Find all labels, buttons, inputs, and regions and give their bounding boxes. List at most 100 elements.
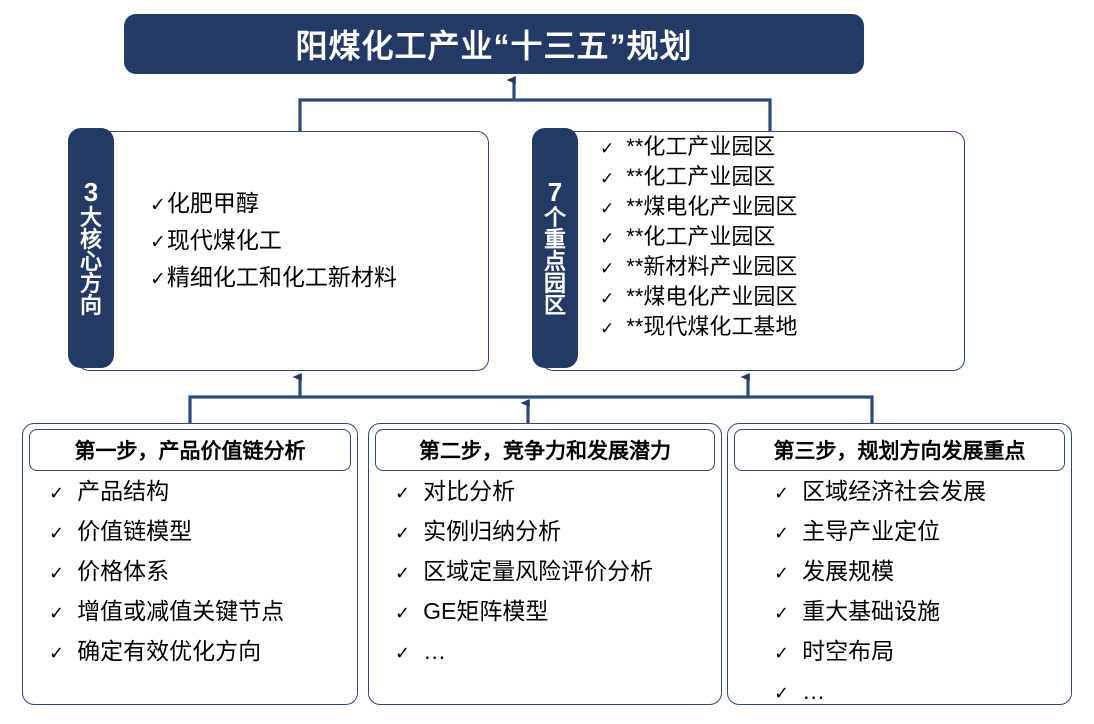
list-item: ✓ 实例归纳分析 <box>395 520 721 543</box>
check-icon: ✓ <box>395 563 411 583</box>
check-icon: ✓ <box>395 643 411 663</box>
list-item: ✓ 确定有效优化方向 <box>49 640 357 663</box>
list-item-label: **化工产业园区 <box>626 164 776 189</box>
step-two-title: 第二步，竞争力和发展潜力 <box>419 440 671 463</box>
list-item: ✓ 增值或减值关键节点 <box>49 600 357 623</box>
core-directions-count: 3 <box>83 177 99 208</box>
check-icon: ✓ <box>49 643 65 663</box>
list-item-label: GE矩阵模型 <box>423 598 549 624</box>
list-item: ✓ **现代煤化工基地 <box>600 316 797 338</box>
list-item-label: 对比分析 <box>423 478 516 504</box>
list-item-label: 区域定量风险评价分析 <box>423 558 654 584</box>
step-two-header: 第二步，竞争力和发展潜力 <box>375 429 715 471</box>
list-item: ✓ **化工产业园区 <box>600 226 797 248</box>
diagram-title-box: 阳煤化工产业“十三五”规划 <box>124 14 864 74</box>
list-item-label: 主导产业定位 <box>802 518 941 544</box>
check-icon: ✓ <box>600 169 615 188</box>
step-box-two: 第二步，竞争力和发展潜力 ✓ 对比分析 ✓ 实例归纳分析 ✓ 区域定量风险评价分… <box>368 423 722 705</box>
list-item-label: 现代煤化工 <box>166 227 282 253</box>
check-icon: ✓ <box>395 603 411 623</box>
check-icon: ✓ <box>600 319 615 338</box>
check-icon: ✓ <box>150 195 166 216</box>
list-item: ✓ 主导产业定位 <box>774 520 1071 543</box>
check-icon: ✓ <box>49 563 65 583</box>
list-item-label: 确定有效优化方向 <box>77 638 262 664</box>
list-item: ✓ 价格体系 <box>49 560 357 583</box>
list-item: ✓ **煤电化产业园区 <box>600 196 797 218</box>
list-item: ✓ 精细化工和化工新材料 <box>150 266 397 290</box>
core-directions-tab-char-2: 心 <box>79 248 102 274</box>
list-item-label: **现代煤化工基地 <box>626 314 798 339</box>
step-one-header: 第一步，产品价值链分析 <box>29 429 351 471</box>
list-item: ✓ … <box>395 640 721 663</box>
list-item: ✓ **化工产业园区 <box>600 136 797 158</box>
core-directions-tab: 3 大 核 心 方 向 <box>68 128 114 368</box>
list-item: ✓ 区域定量风险评价分析 <box>395 560 721 583</box>
check-icon: ✓ <box>150 269 166 290</box>
list-item-label: 价值链模型 <box>77 518 193 544</box>
check-icon: ✓ <box>774 643 790 663</box>
list-item: ✓ 发展规模 <box>774 560 1071 583</box>
key-parks-tab-char-1: 重 <box>543 226 566 252</box>
step-box-one: 第一步，产品价值链分析 ✓ 产品结构 ✓ 价值链模型 ✓ 价格体系 ✓ 增值或减… <box>22 423 358 705</box>
list-item-label: 价格体系 <box>77 558 170 584</box>
key-parks-tab: 7 个 重 点 园 区 <box>532 128 578 368</box>
list-item: ✓ … <box>774 680 1071 703</box>
list-item-label: 重大基础设施 <box>802 598 941 624</box>
list-item: ✓ **化工产业园区 <box>600 166 797 188</box>
check-icon: ✓ <box>774 523 790 543</box>
top-bracket <box>298 98 772 131</box>
list-item-label: **煤电化产业园区 <box>626 194 798 219</box>
list-item: ✓ **煤电化产业园区 <box>600 286 797 308</box>
check-icon: ✓ <box>395 523 411 543</box>
check-icon: ✓ <box>49 603 65 623</box>
step-one-list: ✓ 产品结构 ✓ 价值链模型 ✓ 价格体系 ✓ 增值或减值关键节点 ✓ 确定有效… <box>23 480 357 698</box>
key-parks-tab-char-3: 园 <box>543 270 566 296</box>
list-item-label: … <box>802 678 826 704</box>
step-one-title: 第一步，产品价值链分析 <box>74 440 306 463</box>
check-icon: ✓ <box>395 483 411 503</box>
list-item-label: 化肥甲醇 <box>166 190 259 216</box>
list-item-label: **煤电化产业园区 <box>626 284 798 309</box>
core-directions-panel <box>77 131 489 371</box>
check-icon: ✓ <box>150 232 166 253</box>
check-icon: ✓ <box>774 683 790 703</box>
check-icon: ✓ <box>600 289 615 308</box>
core-directions-list: ✓ 化肥甲醇 ✓ 现代煤化工 ✓ 精细化工和化工新材料 <box>150 192 397 303</box>
core-directions-tab-char-1: 核 <box>79 226 102 252</box>
list-item: ✓ GE矩阵模型 <box>395 600 721 623</box>
list-item-label: 实例归纳分析 <box>423 518 562 544</box>
check-icon: ✓ <box>774 563 790 583</box>
list-item-label: 发展规模 <box>802 558 895 584</box>
key-parks-panel <box>541 131 965 371</box>
core-directions-tab-char-0: 大 <box>79 204 102 230</box>
check-icon: ✓ <box>600 199 615 218</box>
list-item: ✓ 产品结构 <box>49 480 357 503</box>
list-item: ✓ 现代煤化工 <box>150 227 397 253</box>
step-two-list: ✓ 对比分析 ✓ 实例归纳分析 ✓ 区域定量风险评价分析 ✓ GE矩阵模型 ✓ … <box>369 480 721 698</box>
step-three-header: 第三步，规划方向发展重点 <box>734 429 1065 471</box>
check-icon: ✓ <box>600 139 615 158</box>
step-box-three: 第三步，规划方向发展重点 ✓ 区域经济社会发展 ✓ 主导产业定位 ✓ 发展规模 … <box>727 423 1072 705</box>
list-item-label: **化工产业园区 <box>626 224 776 249</box>
list-item-label: **化工产业园区 <box>626 134 776 159</box>
list-item: ✓ 价值链模型 <box>49 520 357 543</box>
list-item: ✓ 时空布局 <box>774 640 1071 663</box>
list-item-label: … <box>423 638 447 664</box>
core-directions-tab-char-4: 向 <box>79 292 102 318</box>
list-item: ✓ 区域经济社会发展 <box>774 480 1071 503</box>
check-icon: ✓ <box>49 483 65 503</box>
key-parks-tab-char-4: 区 <box>543 292 566 318</box>
list-item: ✓ 重大基础设施 <box>774 600 1071 623</box>
list-item: ✓ 化肥甲醇 <box>150 190 397 216</box>
check-icon: ✓ <box>774 603 790 623</box>
mid-bracket <box>188 395 874 423</box>
list-item-label: 产品结构 <box>77 478 170 504</box>
page-title: 阳煤化工产业“十三五”规划 <box>295 28 693 64</box>
check-icon: ✓ <box>49 523 65 543</box>
step-three-title: 第三步，规划方向发展重点 <box>773 440 1026 463</box>
key-parks-tab-char-0: 个 <box>543 204 566 230</box>
key-parks-list: ✓ **化工产业园区 ✓ **化工产业园区 ✓ **煤电化产业园区 ✓ **化工… <box>600 136 797 346</box>
